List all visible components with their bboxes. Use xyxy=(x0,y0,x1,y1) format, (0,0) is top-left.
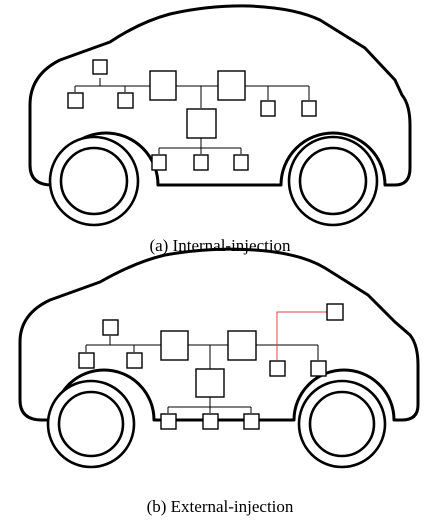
gateway-node-right xyxy=(227,330,257,361)
ecu-bottom-branch-right xyxy=(233,154,249,171)
panel-internal-injection: (a) Internal-injection xyxy=(28,4,412,255)
caption-external-injection: (b) External-injection xyxy=(147,497,294,516)
ecu-bottom-branch-right xyxy=(243,413,260,430)
car-body-outline xyxy=(28,4,412,187)
ecu-left-branch-left xyxy=(67,92,84,109)
panel-external-injection: (b) External-injection xyxy=(18,247,420,516)
ecu-bottom-branch-middle xyxy=(202,413,219,430)
external-attack-link xyxy=(276,311,334,360)
ecu-right-branch-right xyxy=(301,100,317,117)
gateway-node-right xyxy=(217,70,246,101)
rear-wheel xyxy=(287,135,379,227)
ecu-left-branch-right xyxy=(117,92,134,109)
ecu-right-branch-left xyxy=(269,360,286,377)
ecu-left-branch-left xyxy=(78,352,95,369)
front-wheel xyxy=(46,379,136,469)
car-body-outline xyxy=(18,247,420,422)
front-wheel xyxy=(48,135,140,227)
gateway-node-left xyxy=(149,70,177,101)
bus-wiring xyxy=(85,336,319,413)
external-attacker-node xyxy=(326,303,344,321)
ecu-left-branch-top xyxy=(92,59,108,75)
ecu-bottom-branch-left xyxy=(151,154,167,171)
gateway-node-left xyxy=(160,330,189,361)
gateway-node-bottom xyxy=(186,108,217,139)
ecu-right-branch-left xyxy=(260,100,276,117)
gateway-node-bottom xyxy=(195,368,225,398)
ecu-right-branch-right xyxy=(310,360,327,377)
ecu-left-branch-top xyxy=(102,319,119,336)
bus-wiring xyxy=(74,78,310,154)
ecu-left-branch-right xyxy=(126,352,143,369)
ecu-bottom-branch-middle xyxy=(193,154,209,171)
ecu-bottom-branch-left xyxy=(160,413,177,430)
rear-wheel xyxy=(297,379,387,469)
